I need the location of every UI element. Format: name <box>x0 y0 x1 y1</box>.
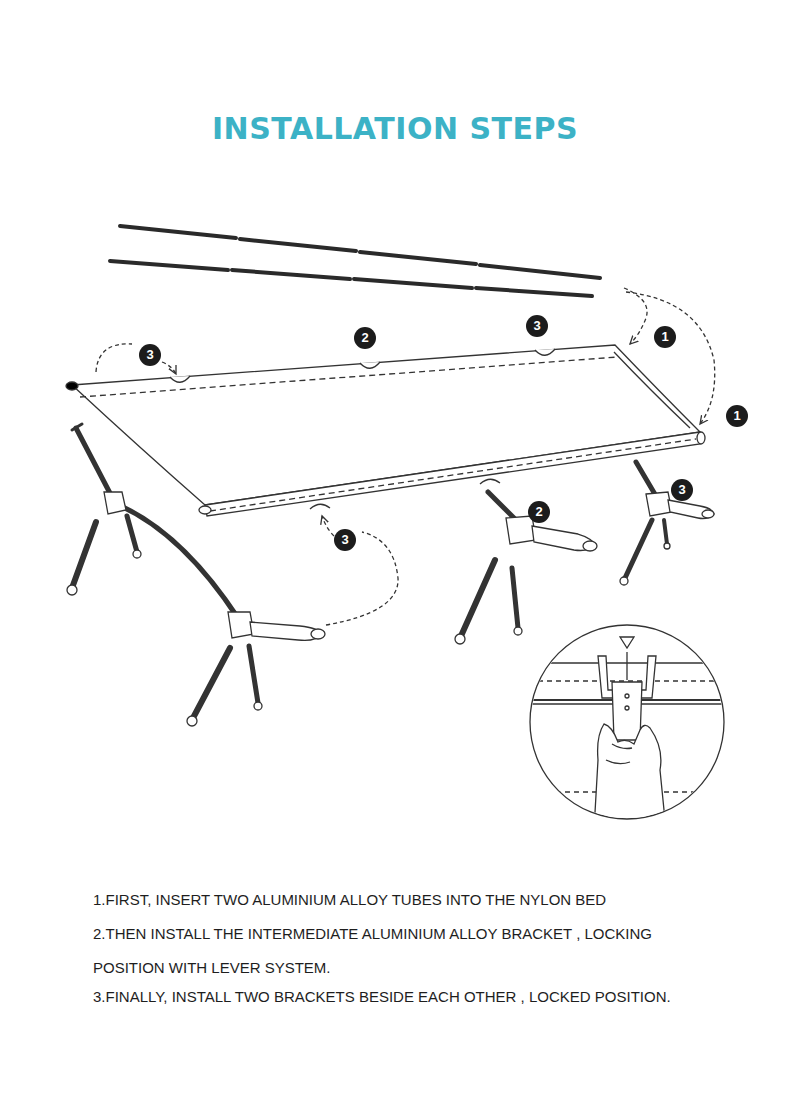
instruction-step: 2.THEN INSTALL THE INTERMEDIATE ALUMINIU… <box>93 917 653 985</box>
instruction-step: 1.FIRST, INSERT TWO ALUMINIUM ALLOY TUBE… <box>93 883 606 917</box>
title: INSTALLATION STEPS <box>0 111 790 146</box>
callout-number: 2 <box>354 327 376 349</box>
callout-number: 3 <box>139 344 161 366</box>
callout-number: 3 <box>334 529 356 551</box>
callout-number: 1 <box>726 405 748 427</box>
nylon-bed <box>66 345 705 516</box>
dashed-arrows <box>96 288 715 625</box>
lock-detail-inset <box>520 625 740 830</box>
callout-number: 2 <box>528 501 550 523</box>
callout-number: 3 <box>671 479 693 501</box>
callout-number: 3 <box>526 315 548 337</box>
alloy-tubes <box>110 226 600 296</box>
callout-number: 1 <box>654 326 676 348</box>
instruction-step: 3.FINALLY, INSTALL TWO BRACKETS BESIDE E… <box>93 980 671 1014</box>
